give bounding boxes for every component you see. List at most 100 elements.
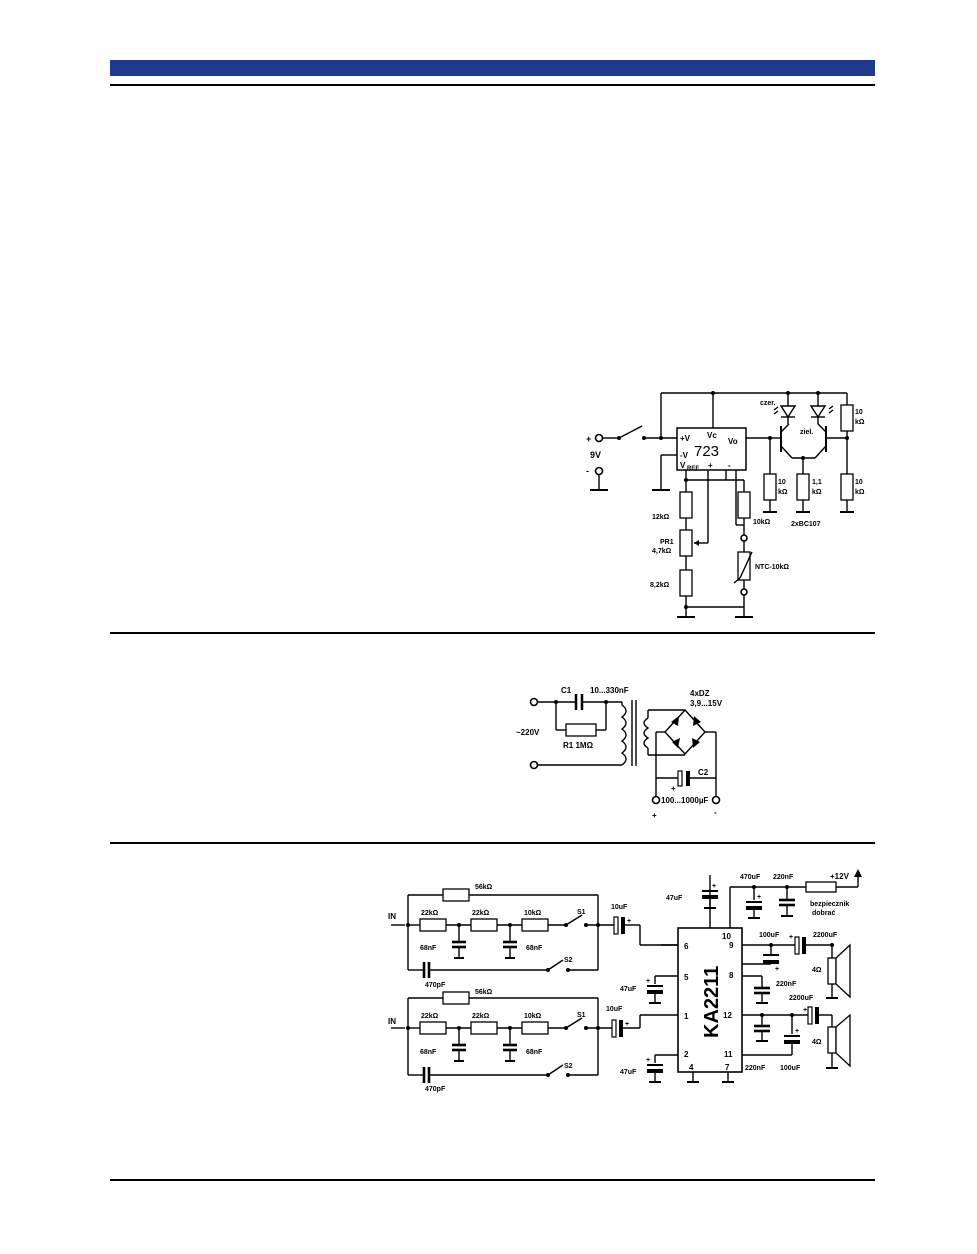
svg-text:12: 12 <box>723 1011 732 1020</box>
svg-text:IN: IN <box>388 1017 396 1026</box>
svg-text:kΩ: kΩ <box>855 419 865 426</box>
svg-text:10: 10 <box>855 409 863 416</box>
mains-terminal-top <box>529 697 539 707</box>
svg-text:bezpiecznik: bezpiecznik <box>810 901 849 908</box>
svg-text:100uF: 100uF <box>780 1065 801 1072</box>
transformer-primary <box>620 702 627 766</box>
svg-text:10: 10 <box>855 479 863 486</box>
svg-text:R1 1MΩ: R1 1MΩ <box>563 741 594 750</box>
svg-text:kΩ: kΩ <box>855 489 865 496</box>
svg-text:+: + <box>646 1057 650 1064</box>
fig2-supply-circuit: C1 10...330nF ~220V R1 1MΩ 4xDZ 3,9...15… <box>516 686 723 820</box>
svg-text:kΩ: kΩ <box>812 489 822 496</box>
resistor-1k1 <box>796 473 810 501</box>
svg-text:22kΩ: 22kΩ <box>472 1013 490 1020</box>
svg-text:8,2kΩ: 8,2kΩ <box>650 582 670 589</box>
speaker-b-icon <box>827 1026 837 1054</box>
svg-text:NTC-10kΩ: NTC-10kΩ <box>755 564 789 571</box>
svg-text:+: + <box>803 1007 807 1014</box>
resistor-56k-b <box>442 991 470 1005</box>
svg-text:10...330nF: 10...330nF <box>590 686 629 695</box>
svg-text:220nF: 220nF <box>773 874 794 881</box>
svg-text:4Ω: 4Ω <box>812 1039 822 1046</box>
svg-text:S1: S1 <box>577 1012 586 1019</box>
svg-text:-V: -V <box>680 451 689 460</box>
ntc-terminal-top <box>740 534 748 542</box>
resistor-8k2 <box>679 569 693 597</box>
supply-arrow-icon <box>854 869 862 877</box>
svg-text:~220V: ~220V <box>516 728 540 737</box>
svg-text:10kΩ: 10kΩ <box>753 519 771 526</box>
svg-text:Vo: Vo <box>728 437 738 446</box>
divider-2 <box>110 842 875 844</box>
svg-text:ziel.: ziel. <box>800 429 813 436</box>
svg-text:C1: C1 <box>561 686 572 695</box>
svg-text:47uF: 47uF <box>620 986 637 993</box>
svg-text:68nF: 68nF <box>526 1049 543 1056</box>
svg-text:V: V <box>680 461 686 470</box>
svg-text:9: 9 <box>729 941 734 950</box>
label-minus: - <box>586 466 589 476</box>
header-rule <box>110 84 875 86</box>
svg-text:+12V: +12V <box>830 872 850 881</box>
svg-text:11: 11 <box>724 1050 733 1059</box>
svg-text:2xBC107: 2xBC107 <box>791 521 821 528</box>
svg-text:+: + <box>789 934 793 941</box>
svg-text:-: - <box>728 461 731 470</box>
svg-text:IN: IN <box>388 912 396 921</box>
svg-text:4Ω: 4Ω <box>812 967 822 974</box>
svg-text:7: 7 <box>725 1063 730 1072</box>
svg-text:100...1000µF: 100...1000µF <box>661 796 708 805</box>
svg-text:220nF: 220nF <box>745 1065 766 1072</box>
svg-text:100uF: 100uF <box>759 932 780 939</box>
svg-text:10uF: 10uF <box>611 904 628 911</box>
svg-text:PR1: PR1 <box>660 539 674 546</box>
ic-723 <box>676 427 747 471</box>
svg-text:470pF: 470pF <box>425 982 446 989</box>
label-9v: 9V <box>590 450 601 460</box>
svg-text:+: + <box>646 978 650 985</box>
svg-text:czer.: czer. <box>760 400 776 407</box>
fig1-thermostat-circuit: + - 9V +V Vc Vo -V 723 V REF + - <box>586 391 865 618</box>
ic-ka2211 <box>677 927 743 1073</box>
svg-text:10: 10 <box>778 479 786 486</box>
svg-text:6: 6 <box>684 942 689 951</box>
resistor-22k-b2 <box>470 1021 498 1035</box>
resistor-22k-a2 <box>470 918 498 932</box>
svg-text:4,7kΩ: 4,7kΩ <box>652 548 672 555</box>
svg-text:12kΩ: 12kΩ <box>652 514 670 521</box>
svg-text:+: + <box>652 811 657 820</box>
svg-text:1: 1 <box>684 1012 689 1021</box>
svg-text:3,9...15V: 3,9...15V <box>690 699 723 708</box>
led-red-icon <box>779 405 797 419</box>
svg-text:+: + <box>775 966 779 973</box>
resistor-56k-a <box>442 888 470 902</box>
svg-text:220nF: 220nF <box>776 981 797 988</box>
led-green-icon <box>809 405 827 419</box>
svg-text:8: 8 <box>729 971 734 980</box>
resistor-10k-ntc <box>737 491 751 519</box>
resistor-10k-a <box>521 918 549 932</box>
svg-text:4: 4 <box>689 1063 694 1072</box>
header-bar <box>110 60 875 76</box>
svg-text:2200uF: 2200uF <box>789 995 814 1002</box>
terminal-plus <box>594 433 604 443</box>
svg-text:47uF: 47uF <box>620 1069 637 1076</box>
svg-text:S2: S2 <box>564 1063 573 1070</box>
svg-text:+: + <box>708 461 713 470</box>
svg-text:C2: C2 <box>698 768 709 777</box>
svg-text:Vc: Vc <box>707 431 717 440</box>
svg-text:68nF: 68nF <box>420 945 437 952</box>
svg-text:+: + <box>712 883 716 890</box>
svg-text:2: 2 <box>684 1050 689 1059</box>
svg-text:+V: +V <box>680 434 691 443</box>
resistor-r1 <box>565 723 597 737</box>
potentiometer-pr1 <box>679 529 693 557</box>
divider-1 <box>110 632 875 634</box>
svg-text:68nF: 68nF <box>526 945 543 952</box>
resistor-10k-top <box>840 404 854 432</box>
footer-rule <box>110 1179 875 1181</box>
svg-text:10kΩ: 10kΩ <box>524 1013 542 1020</box>
svg-text:REF: REF <box>687 466 699 472</box>
svg-text:+: + <box>625 1021 629 1028</box>
